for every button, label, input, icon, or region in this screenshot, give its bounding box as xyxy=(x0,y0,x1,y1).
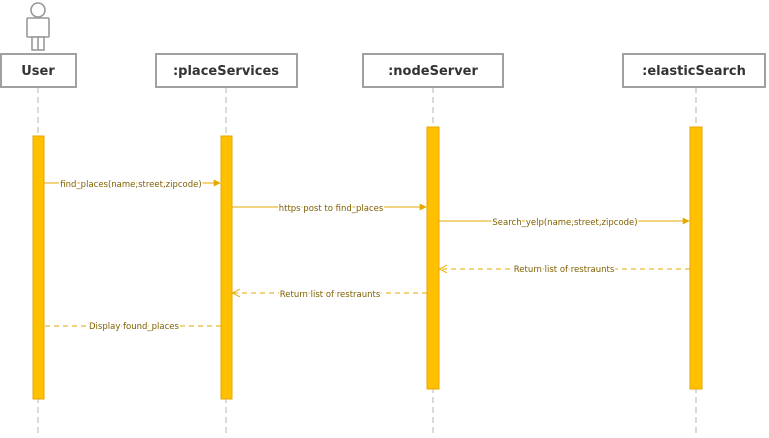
message-https-post: https post to find_places xyxy=(232,203,427,216)
participant-label: :placeServices xyxy=(173,64,279,79)
message-label: Display found_places xyxy=(89,322,180,332)
message-return-es: Return list of restraunts xyxy=(440,264,690,277)
activation-bar-node xyxy=(426,126,440,390)
activation-bar-user xyxy=(32,135,45,400)
message-display-found: Display found_places xyxy=(44,321,221,334)
activation-bar-place xyxy=(220,135,233,400)
participant-user: User xyxy=(0,53,77,88)
participant-node-server: :nodeServer xyxy=(362,53,504,88)
message-search-yelp: Search_yelp(name,street,zipcode) xyxy=(439,217,690,230)
participant-label: User xyxy=(21,64,55,79)
message-return-node: Return list of restraunts xyxy=(233,289,427,302)
message-find-places: find_places(name,street,zipcode) xyxy=(44,179,221,192)
participant-label: :nodeServer xyxy=(388,64,478,79)
participant-label: :elasticSearch xyxy=(642,64,746,79)
message-label: https post to find_places xyxy=(279,204,384,214)
participant-elastic-search: :elasticSearch xyxy=(622,53,766,88)
message-label: Search_yelp(name,street,zipcode) xyxy=(492,218,637,228)
message-label: Return list of restraunts xyxy=(514,265,615,275)
message-label: find_places(name,street,zipcode) xyxy=(60,180,201,190)
participant-place-services: :placeServices xyxy=(155,53,298,88)
message-label: Return list of restraunts xyxy=(280,290,381,300)
person-icon xyxy=(26,2,50,51)
activation-bar-es xyxy=(689,126,703,390)
